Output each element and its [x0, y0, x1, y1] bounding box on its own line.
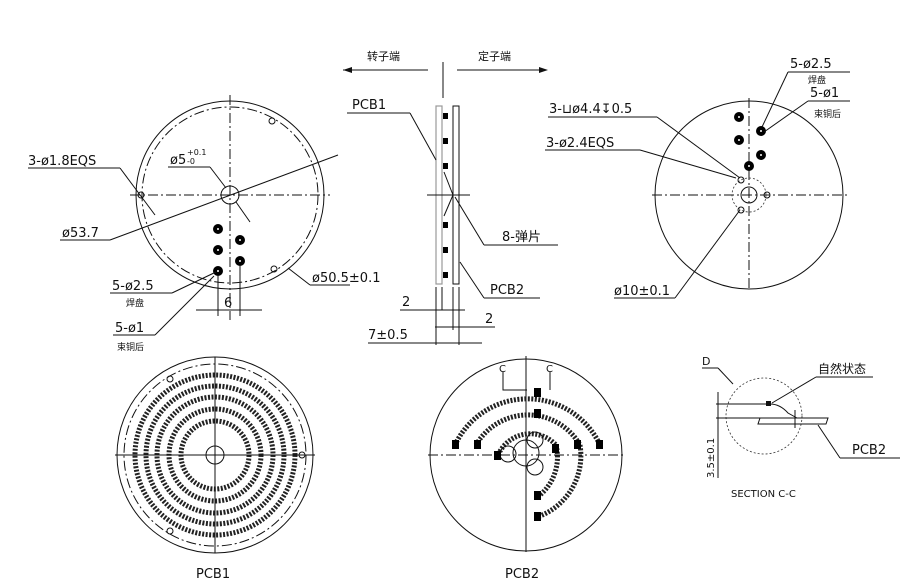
outer-dia-label: ø53.7: [62, 226, 99, 241]
pcb2-front-view: [545, 71, 850, 299]
side-view: [347, 105, 558, 345]
thickness-2: 2: [485, 312, 493, 327]
pad-note: 焊盘: [126, 297, 144, 309]
height-dim: 3.5±0.1: [706, 438, 717, 478]
holes-label: 3-ø1.8EQS: [28, 154, 96, 169]
detail-label: D: [702, 355, 710, 368]
rotor-end-label: 转子端: [367, 49, 400, 63]
section-view: [702, 367, 900, 478]
pcb1-front-view: [28, 95, 350, 336]
pcb1-label: PCB1: [352, 98, 386, 113]
section-marker-right: C: [546, 364, 553, 375]
section-pcb2-label: PCB2: [852, 443, 886, 458]
pcb2-caption: PCB2: [505, 567, 539, 582]
pcb2-pad-note: 焊盘: [808, 74, 826, 86]
center-dia-label: ø10±0.1: [614, 284, 670, 299]
section-caption: SECTION C-C: [731, 489, 796, 500]
natural-state-label: 自然状态: [818, 361, 866, 376]
spacing-dim: 6: [224, 296, 232, 311]
pcb2-holes-label: 3-ø2.4EQS: [546, 136, 614, 151]
pcb2-hole-note: 束铜后: [814, 108, 841, 120]
pcb2-pad-label: 5-ø2.5: [790, 57, 832, 72]
counterbore-label: 3-⊔ø4.4↧0.5: [549, 102, 632, 117]
direction-indicator: [343, 62, 548, 98]
pcb2-label: PCB2: [490, 283, 524, 298]
total-thickness: 7±0.5: [368, 328, 408, 343]
center-tol-plus: +0.1: [187, 148, 206, 157]
pcb1-caption: PCB1: [196, 567, 230, 582]
thickness-1: 2: [402, 295, 410, 310]
pitch-circle-label: ø50.5±0.1: [312, 271, 380, 286]
hole-label: 5-ø1: [115, 321, 144, 336]
center-tol-minus: -0: [187, 157, 195, 166]
hole-note: 束铜后: [117, 341, 144, 353]
pcb1-trace-view: [115, 356, 315, 554]
spring-label: 8-弹片: [502, 230, 541, 245]
pcb2-hole-label: 5-ø1: [810, 86, 839, 101]
section-marker-left: C: [499, 364, 506, 375]
pcb2-trace-view: [428, 356, 626, 552]
stator-end-label: 定子端: [478, 49, 511, 63]
pad-label: 5-ø2.5: [112, 279, 154, 294]
center-hole-label: ø5: [170, 153, 186, 168]
